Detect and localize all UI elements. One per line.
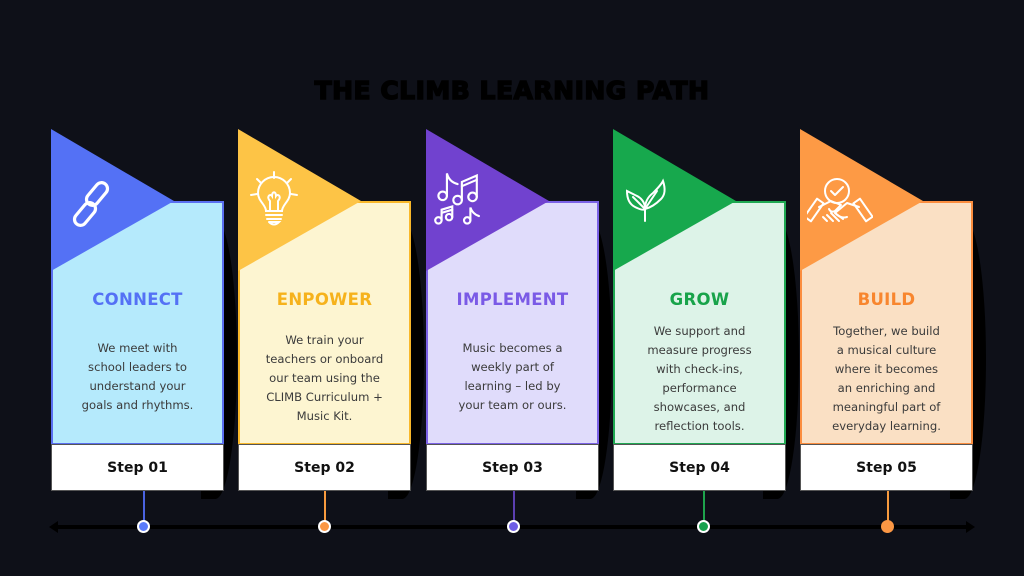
handshake-check-icon bbox=[807, 178, 873, 223]
desc-line: meaningful part of bbox=[832, 400, 941, 414]
desc-line: a musical culture bbox=[836, 343, 937, 357]
desc-line: your team or ours. bbox=[458, 398, 567, 412]
desc-line: We meet with bbox=[97, 341, 178, 355]
card-heading: CONNECT bbox=[92, 290, 183, 309]
lightbulb-icon bbox=[250, 171, 298, 226]
card-description: Together, we build a musical culture whe… bbox=[806, 322, 967, 436]
step-label: Step 02 bbox=[238, 444, 411, 491]
desc-line: goals and rhythms. bbox=[81, 398, 194, 412]
sprout-icon bbox=[625, 178, 666, 222]
card-description: We train your teachers or onboard our te… bbox=[244, 331, 405, 426]
desc-line: learning – led by bbox=[464, 379, 561, 393]
desc-line: school leaders to bbox=[88, 360, 187, 374]
desc-line: everyday learning. bbox=[832, 419, 941, 433]
card-triangle bbox=[238, 129, 361, 271]
desc-line: where it becomes bbox=[834, 362, 939, 376]
card-triangle bbox=[51, 129, 174, 271]
card-description: We meet with school leaders to understan… bbox=[57, 339, 218, 415]
step-label: Step 04 bbox=[613, 444, 786, 491]
timeline-dot-1 bbox=[137, 520, 150, 533]
timeline-connector-2 bbox=[324, 491, 326, 526]
desc-line: our team using the bbox=[269, 371, 380, 385]
desc-line: an enriching and bbox=[837, 381, 936, 395]
timeline-connector-3 bbox=[513, 491, 515, 526]
desc-line: with check-ins, bbox=[656, 362, 743, 376]
page-title: THE CLIMB LEARNING PATH bbox=[314, 75, 710, 106]
desc-line: showcases, and bbox=[653, 400, 746, 414]
desc-line: teachers or onboard bbox=[265, 352, 384, 366]
timeline-arrow-left-icon bbox=[49, 521, 58, 533]
desc-line: Music becomes a bbox=[462, 341, 563, 355]
desc-line: understand your bbox=[89, 379, 186, 393]
desc-line: CLIMB Curriculum + bbox=[266, 390, 383, 404]
desc-line: reflection tools. bbox=[654, 419, 745, 433]
desc-line: We support and bbox=[653, 324, 746, 338]
card-heading: GROW bbox=[669, 290, 730, 309]
timeline-dot-5 bbox=[881, 520, 894, 533]
card-description: We support and measure progress with che… bbox=[619, 322, 780, 436]
step-label: Step 01 bbox=[51, 444, 224, 491]
step-card-connect: CONNECT We meet with school leaders to u… bbox=[51, 129, 237, 499]
step-card-build: BUILD Together, we build a musical cultu… bbox=[800, 129, 986, 499]
desc-line: Together, we build bbox=[833, 324, 940, 338]
desc-line: performance bbox=[662, 381, 737, 395]
step-label: Step 05 bbox=[800, 444, 973, 491]
step-card-enpower: ENPOWER We train your teachers or onboar… bbox=[238, 129, 424, 499]
card-heading: BUILD bbox=[857, 290, 916, 309]
card-heading: ENPOWER bbox=[276, 290, 373, 309]
timeline-connector-1 bbox=[143, 491, 145, 526]
music-notes-icon bbox=[434, 173, 480, 225]
timeline-arrow-right-icon bbox=[966, 521, 975, 533]
link-icon bbox=[72, 181, 110, 227]
timeline-dot-2 bbox=[318, 520, 331, 533]
card-heading: IMPLEMENT bbox=[456, 290, 569, 309]
desc-line: measure progress bbox=[647, 343, 752, 357]
desc-line: Music Kit. bbox=[296, 409, 353, 423]
timeline-dot-4 bbox=[697, 520, 710, 533]
step-card-implement: IMPLEMENT Music becomes a weekly part of… bbox=[426, 129, 612, 499]
desc-line: We train your bbox=[285, 333, 364, 347]
timeline-connector-4 bbox=[703, 491, 705, 526]
step-card-grow: GROW We support and measure progress wit… bbox=[613, 129, 799, 499]
card-triangle bbox=[613, 129, 736, 271]
timeline-connector-5 bbox=[887, 491, 889, 526]
timeline-dot-3 bbox=[507, 520, 520, 533]
card-triangle bbox=[426, 129, 549, 271]
step-label: Step 03 bbox=[426, 444, 599, 491]
desc-line: weekly part of bbox=[471, 360, 554, 374]
card-description: Music becomes a weekly part of learning … bbox=[432, 339, 593, 415]
